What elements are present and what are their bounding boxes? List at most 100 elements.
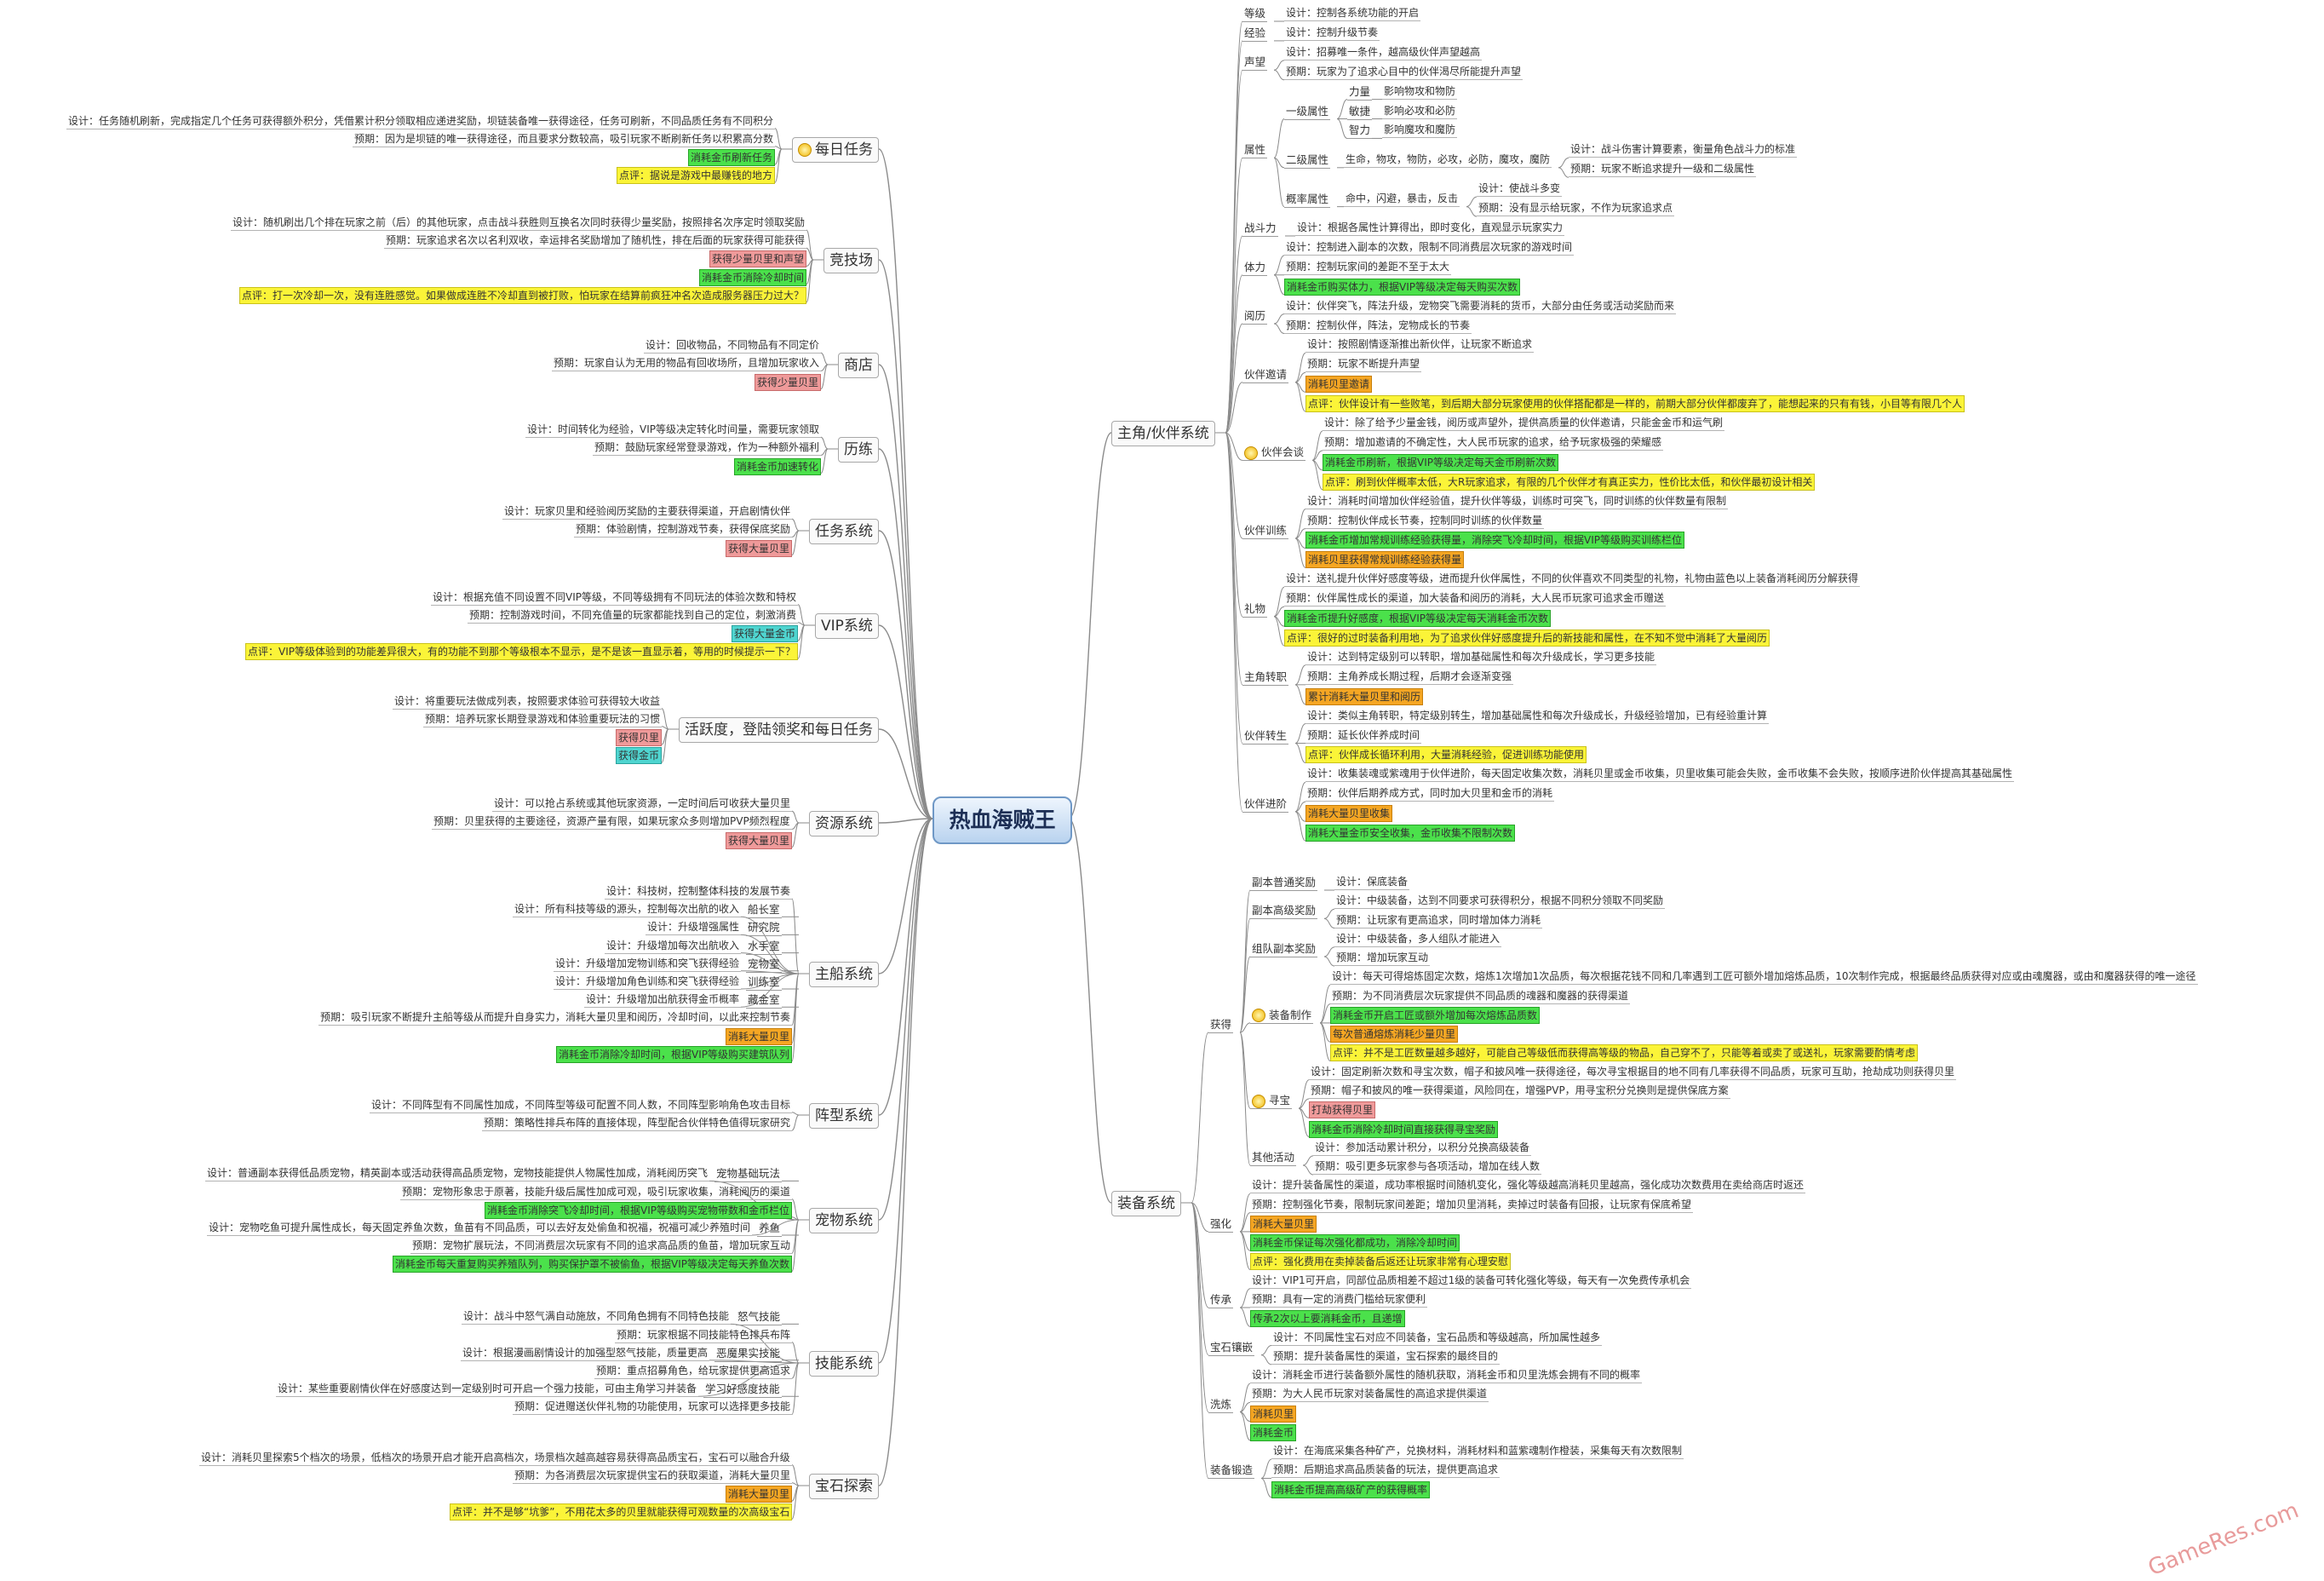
sub-伙伴进阶[interactable]: 伙伴进阶 xyxy=(1242,796,1289,813)
sub-声望[interactable]: 声望 xyxy=(1242,54,1268,72)
tag-yellow: 点评：据说是游戏中最赚钱的地方 xyxy=(617,167,776,185)
note-text: 预期：控制强化节奏，限制玩家间差距；增加贝里消耗，卖掉过时装备有回报，让玩家有保… xyxy=(1250,1197,1694,1213)
sub-装备制作[interactable]: 装备制作 xyxy=(1250,1007,1314,1024)
note-text: 设计：提升装备属性的渠道，成功率根据时间随机变化，强化等级越高消耗贝里越高，强化… xyxy=(1250,1177,1806,1194)
note-text: 预期：伙伴属性成长的渠道，加大装备和阅历的消耗，大人民币玩家可追求金币赠送 xyxy=(1284,590,1667,607)
sub-传承[interactable]: 传承 xyxy=(1208,1291,1234,1308)
sub-组队副本奖励[interactable]: 组队副本奖励 xyxy=(1250,940,1318,957)
note-text: 预期：玩家追求名次以名利双收，幸运排名奖励增加了随机性，排在后面的玩家获得可能获… xyxy=(384,233,807,250)
note-text: 预期：提升装备属性的渠道，宝石探索的最终目的 xyxy=(1271,1348,1501,1365)
note-text: 设计：使战斗多变 xyxy=(1477,181,1563,198)
sub-topic[interactable]: 怒气技能 xyxy=(736,1308,783,1326)
sub-寻宝[interactable]: 寻宝 xyxy=(1250,1092,1293,1110)
branch-历练[interactable]: 历练 xyxy=(838,437,879,463)
branch-任务系统[interactable]: 任务系统 xyxy=(809,519,879,544)
tag-pink: 获得少量贝里和声望 xyxy=(709,250,807,268)
sub-topic[interactable]: 水手室 xyxy=(746,938,782,955)
note-text: 设计：不同属性宝石对应不同装备，宝石品质和等级越高，所加属性越多 xyxy=(1271,1330,1603,1346)
tag-orange: 消耗大量贝里 xyxy=(726,1027,793,1045)
sub-副本普通奖励[interactable]: 副本普通奖励 xyxy=(1250,874,1318,891)
sub-阅历[interactable]: 阅历 xyxy=(1242,308,1268,325)
tag-green: 消耗金币刷新任务 xyxy=(688,149,776,166)
sub-topic[interactable]: 研究院 xyxy=(746,919,782,937)
note-text: 预期：为各消费层次玩家提供宝石的获取渠道，消耗大量贝里 xyxy=(513,1468,793,1484)
branch-装备系统[interactable]: 装备系统 xyxy=(1111,1191,1181,1216)
sub-topic[interactable]: 养鱼 xyxy=(757,1220,783,1237)
sub-伙伴转生[interactable]: 伙伴转生 xyxy=(1242,727,1289,745)
sub-副本高级奖励[interactable]: 副本高级奖励 xyxy=(1250,902,1318,920)
sub-强化[interactable]: 强化 xyxy=(1208,1216,1234,1233)
note-text: 预期：吸引更多玩家参与各项活动，增加在线人数 xyxy=(1313,1158,1542,1176)
note-text: 设计：玩家贝里和经验阅历奖励的主要获得渠道，开启剧情伙伴 xyxy=(502,503,793,520)
sub-topic[interactable]: 训练室 xyxy=(746,974,782,991)
tag-yellow: 点评：打一次冷却一次，没有连胜感觉。如果做成连胜不冷却直到被打败，怕玩家在结算前… xyxy=(239,286,807,304)
tag-green: 消耗大量金币安全收集，金币收集不限制次数 xyxy=(1305,825,1516,842)
branch-商店[interactable]: 商店 xyxy=(838,353,879,378)
sub-装备锻造[interactable]: 装备锻造 xyxy=(1208,1462,1255,1480)
sub-一级属性[interactable]: 一级属性 xyxy=(1284,103,1331,120)
sub-属性[interactable]: 属性 xyxy=(1242,141,1268,159)
note-text: 预期：促进赠送伙伴礼物的功能使用，玩家可以选择更多技能 xyxy=(513,1399,793,1416)
sub-战斗力[interactable]: 战斗力 xyxy=(1242,220,1278,237)
sub-其他活动[interactable]: 其他活动 xyxy=(1250,1149,1297,1166)
sub-等级[interactable]: 等级 xyxy=(1242,5,1268,22)
branch-技能系统[interactable]: 技能系统 xyxy=(809,1351,879,1377)
mind-map-connectors xyxy=(661,20,1569,1520)
sub-二级属性[interactable]: 二级属性 xyxy=(1284,152,1331,169)
attribute-list: 生命，物攻，物防，必攻，必防，魔攻，魔防 xyxy=(1344,152,1552,168)
sub-洗炼[interactable]: 洗炼 xyxy=(1208,1396,1234,1413)
sub-获得[interactable]: 获得 xyxy=(1208,1016,1234,1034)
note-text: 设计：战斗伤害计算要素，衡量角色战斗力的标准 xyxy=(1569,141,1798,158)
tag-green: 消耗金币加速转化 xyxy=(734,457,822,475)
sub-topic[interactable]: 宠物基础玩法 xyxy=(714,1165,783,1183)
note-text: 预期：因为是坝链的唯一获得途径，而且要求分数较高，吸引玩家不断刷新任务以积累高分… xyxy=(353,131,776,147)
tag-pink: 打劫获得贝里 xyxy=(1309,1101,1376,1119)
note-text: 设计：除了给予少量金钱，阅历或声望外，提供高质量的伙伴邀请，只能金金币和运气刷 xyxy=(1323,415,1725,432)
sub-topic[interactable]: 宠物室 xyxy=(746,956,782,973)
note-text: 影响必攻和必防 xyxy=(1382,103,1458,119)
branch-主船系统[interactable]: 主船系统 xyxy=(809,962,879,987)
note-text: 设计：控制进入副本的次数，限制不同消费层次玩家的游戏时间 xyxy=(1284,239,1575,256)
sub-topic[interactable]: 学习好感度技能 xyxy=(703,1381,782,1399)
branch-宝石探索[interactable]: 宝石探索 xyxy=(809,1474,879,1499)
tag-yellow: 点评：刷到伙伴概率太低，大R玩家追求，有限的几个伙伴才有真正实力，性价比太低，和… xyxy=(1323,473,1816,491)
branch-阵型系统[interactable]: 阵型系统 xyxy=(809,1103,879,1129)
tag-green: 消耗金币消除冷却时间直接获得寻宝奖励 xyxy=(1309,1120,1499,1138)
note-text: 预期：贝里获得的主要途径，资源产量有限，如果玩家众多则增加PVP频烈程度 xyxy=(432,813,792,831)
branch-每日任务[interactable]: 每日任务 xyxy=(792,137,879,163)
root-topic[interactable]: 热血海贼王 xyxy=(932,796,1072,844)
tag-green: 消耗金币每天重复购买养殖队列，购买保护罩不被偷鱼，根据VIP等级决定每天养鱼次数 xyxy=(393,1256,792,1273)
attr-敏捷[interactable]: 敏捷 xyxy=(1347,103,1373,120)
sub-体力[interactable]: 体力 xyxy=(1242,259,1268,276)
tag-pink: 获得大量贝里 xyxy=(726,831,793,849)
sub-topic[interactable]: 船长室 xyxy=(746,901,782,919)
note-text: 设计：某些重要剧情伙伴在好感度达到一定级别时可开启一个强力技能，可由主角学习并装… xyxy=(276,1381,699,1398)
tag-orange: 消耗贝里 xyxy=(1250,1405,1297,1423)
note-text: 设计：升级增加每次出航收入 xyxy=(605,938,742,954)
branch-VIP系统[interactable]: VIP系统 xyxy=(815,613,879,639)
sub-topic[interactable]: 恶魔果实技能 xyxy=(714,1345,783,1362)
note-text: 预期：培养玩家长期登录游戏和体验重要玩法的习惯 xyxy=(423,711,663,727)
branch-主角/伙伴系统[interactable]: 主角/伙伴系统 xyxy=(1111,421,1215,446)
tag-yellow: 点评：强化费用在卖掉装备后返还让玩家非常有心理安慰 xyxy=(1250,1253,1512,1271)
sub-概率属性[interactable]: 概率属性 xyxy=(1284,191,1331,208)
branch-活跃度，登陆领奖和每日任务[interactable]: 活跃度，登陆领奖和每日任务 xyxy=(679,717,879,743)
attr-力量[interactable]: 力量 xyxy=(1347,83,1373,101)
branch-宠物系统[interactable]: 宠物系统 xyxy=(809,1208,879,1233)
sub-经验[interactable]: 经验 xyxy=(1242,25,1268,42)
note-text: 预期：重点招募角色，给玩家提供更高追求 xyxy=(594,1363,793,1379)
branch-资源系统[interactable]: 资源系统 xyxy=(809,811,879,836)
note-text: 预期：没有显示给玩家，不作为玩家追求点 xyxy=(1477,200,1675,217)
sub-伙伴邀请[interactable]: 伙伴邀请 xyxy=(1242,366,1289,383)
note-text: 预期：策略性排兵布阵的直接体现，阵型配合伙伴特色值得玩家研究 xyxy=(482,1115,793,1131)
sub-主角转职[interactable]: 主角转职 xyxy=(1242,669,1289,686)
sub-topic[interactable]: 藏金室 xyxy=(746,992,782,1009)
sub-伙伴会谈[interactable]: 伙伴会谈 xyxy=(1242,444,1306,462)
sub-伙伴训练[interactable]: 伙伴训练 xyxy=(1242,522,1289,540)
sub-礼物[interactable]: 礼物 xyxy=(1242,601,1268,618)
tag-yellow: 点评：很好的过时装备利用地，为了追求伙伴好感度提升后的新技能和属性，在不知不觉中… xyxy=(1284,630,1770,647)
tag-orange: 消耗大量贝里 xyxy=(1250,1215,1317,1233)
branch-竞技场[interactable]: 竞技场 xyxy=(823,248,879,273)
attr-智力[interactable]: 智力 xyxy=(1347,122,1373,140)
sub-宝石镶嵌[interactable]: 宝石镶嵌 xyxy=(1208,1339,1255,1356)
